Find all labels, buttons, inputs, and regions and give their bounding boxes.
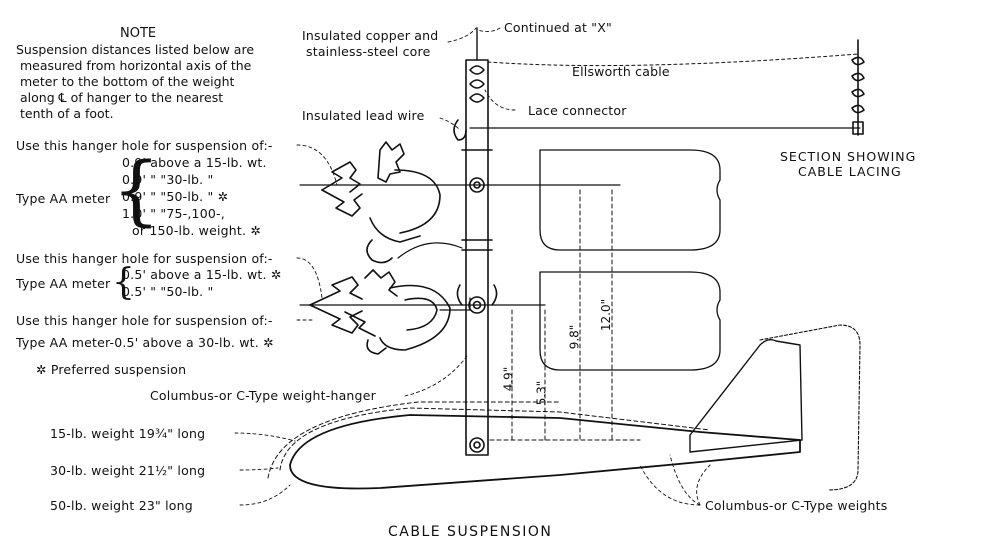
preferred-suspension-note: ✲ Preferred suspension <box>36 362 187 377</box>
weight-outline-50lb <box>267 401 561 479</box>
weight-label-50lb: 50-lb. weight 23" long <box>50 498 193 513</box>
callout-lead-wire: Insulated lead wire <box>302 108 425 123</box>
weight-ghost-lower <box>539 271 721 371</box>
section-heading-2: CABLE LACING <box>798 164 902 179</box>
weight-body <box>289 414 801 490</box>
group1-use-label: Use this hanger hole for suspension of:- <box>16 138 273 153</box>
meter-upper <box>321 141 463 264</box>
ellsworth-leader <box>487 53 859 67</box>
group2-use-label: Use this hanger hole for suspension of:- <box>16 251 273 266</box>
note-line-4: along ℄ of hanger to the nearest <box>20 90 224 105</box>
weight-tail <box>689 338 803 453</box>
callout-ellsworth-cable: Ellsworth cable <box>572 64 670 79</box>
group2-brace: { <box>112 262 135 303</box>
diagram-title: CABLE SUSPENSION <box>388 524 553 540</box>
note-line-2: measured from horizontal axis of the <box>20 58 252 73</box>
dimension-5-3: 5.3" <box>534 380 549 406</box>
group3-type-line: Type AA meter-0.5' above a 30-lb. wt. ✲ <box>16 335 274 350</box>
section-heading-1: SECTION SHOWING <box>780 149 917 164</box>
dimension-4-9: 4.9" <box>501 366 516 392</box>
group1-brace: { <box>112 145 161 234</box>
note-heading: NOTE <box>120 26 157 41</box>
note-line-5: tenth of a foot. <box>20 106 114 121</box>
group1-row-5: or 150-lb. weight. ✲ <box>132 223 262 238</box>
weight-ghost-upper <box>539 149 721 251</box>
dimension-9-8: 9.8" <box>567 324 582 350</box>
weight-label-15lb: 15-lb. weight 19¾" long <box>50 426 206 441</box>
callout-copper-core-2: stainless-steel core <box>306 44 431 59</box>
callout-continued: Continued at "X" <box>504 20 612 35</box>
callout-weights-type: Columbus-or C-Type weights <box>705 498 888 513</box>
group2-type-label: Type AA meter <box>16 276 111 291</box>
dimension-12-0: 12.0" <box>599 298 614 332</box>
note-line-1: Suspension distances listed below are <box>16 42 255 57</box>
group1-row-3: 0.9' " "50-lb. " ✲ <box>122 189 229 204</box>
cable-lacing-section <box>851 39 865 136</box>
weight-tail-outline <box>759 324 861 491</box>
group1-row-4: 1.0' " "75-,100-, <box>122 206 225 221</box>
group1-row-1: 0.9' above a 15-lb. wt. <box>122 155 267 170</box>
group2-row-1: 0.5' above a 15-lb. wt. ✲ <box>122 267 282 282</box>
note-line-3: meter to the bottom of the weight <box>20 74 235 89</box>
dimension-lines <box>489 189 641 441</box>
weight-label-30lb: 30-lb. weight 21½" long <box>50 463 206 478</box>
callout-lace-connector: Lace connector <box>528 103 627 118</box>
group2-row-2: 0.5' " "50-lb. " <box>122 284 214 299</box>
meter-lower <box>309 269 471 355</box>
weight-hanger <box>453 27 498 456</box>
callout-weight-hanger: Columbus-or C-Type weight-hanger <box>150 388 376 403</box>
group1-row-2: 0.9' " "30-lb. " <box>122 172 214 187</box>
leader-lines <box>234 27 711 506</box>
group1-type-label: Type AA meter <box>16 191 111 206</box>
group3-use-label: Use this hanger hole for suspension of:- <box>16 313 273 328</box>
weight-outline-30lb <box>279 407 711 471</box>
callout-copper-core-1: Insulated copper and <box>302 28 439 43</box>
